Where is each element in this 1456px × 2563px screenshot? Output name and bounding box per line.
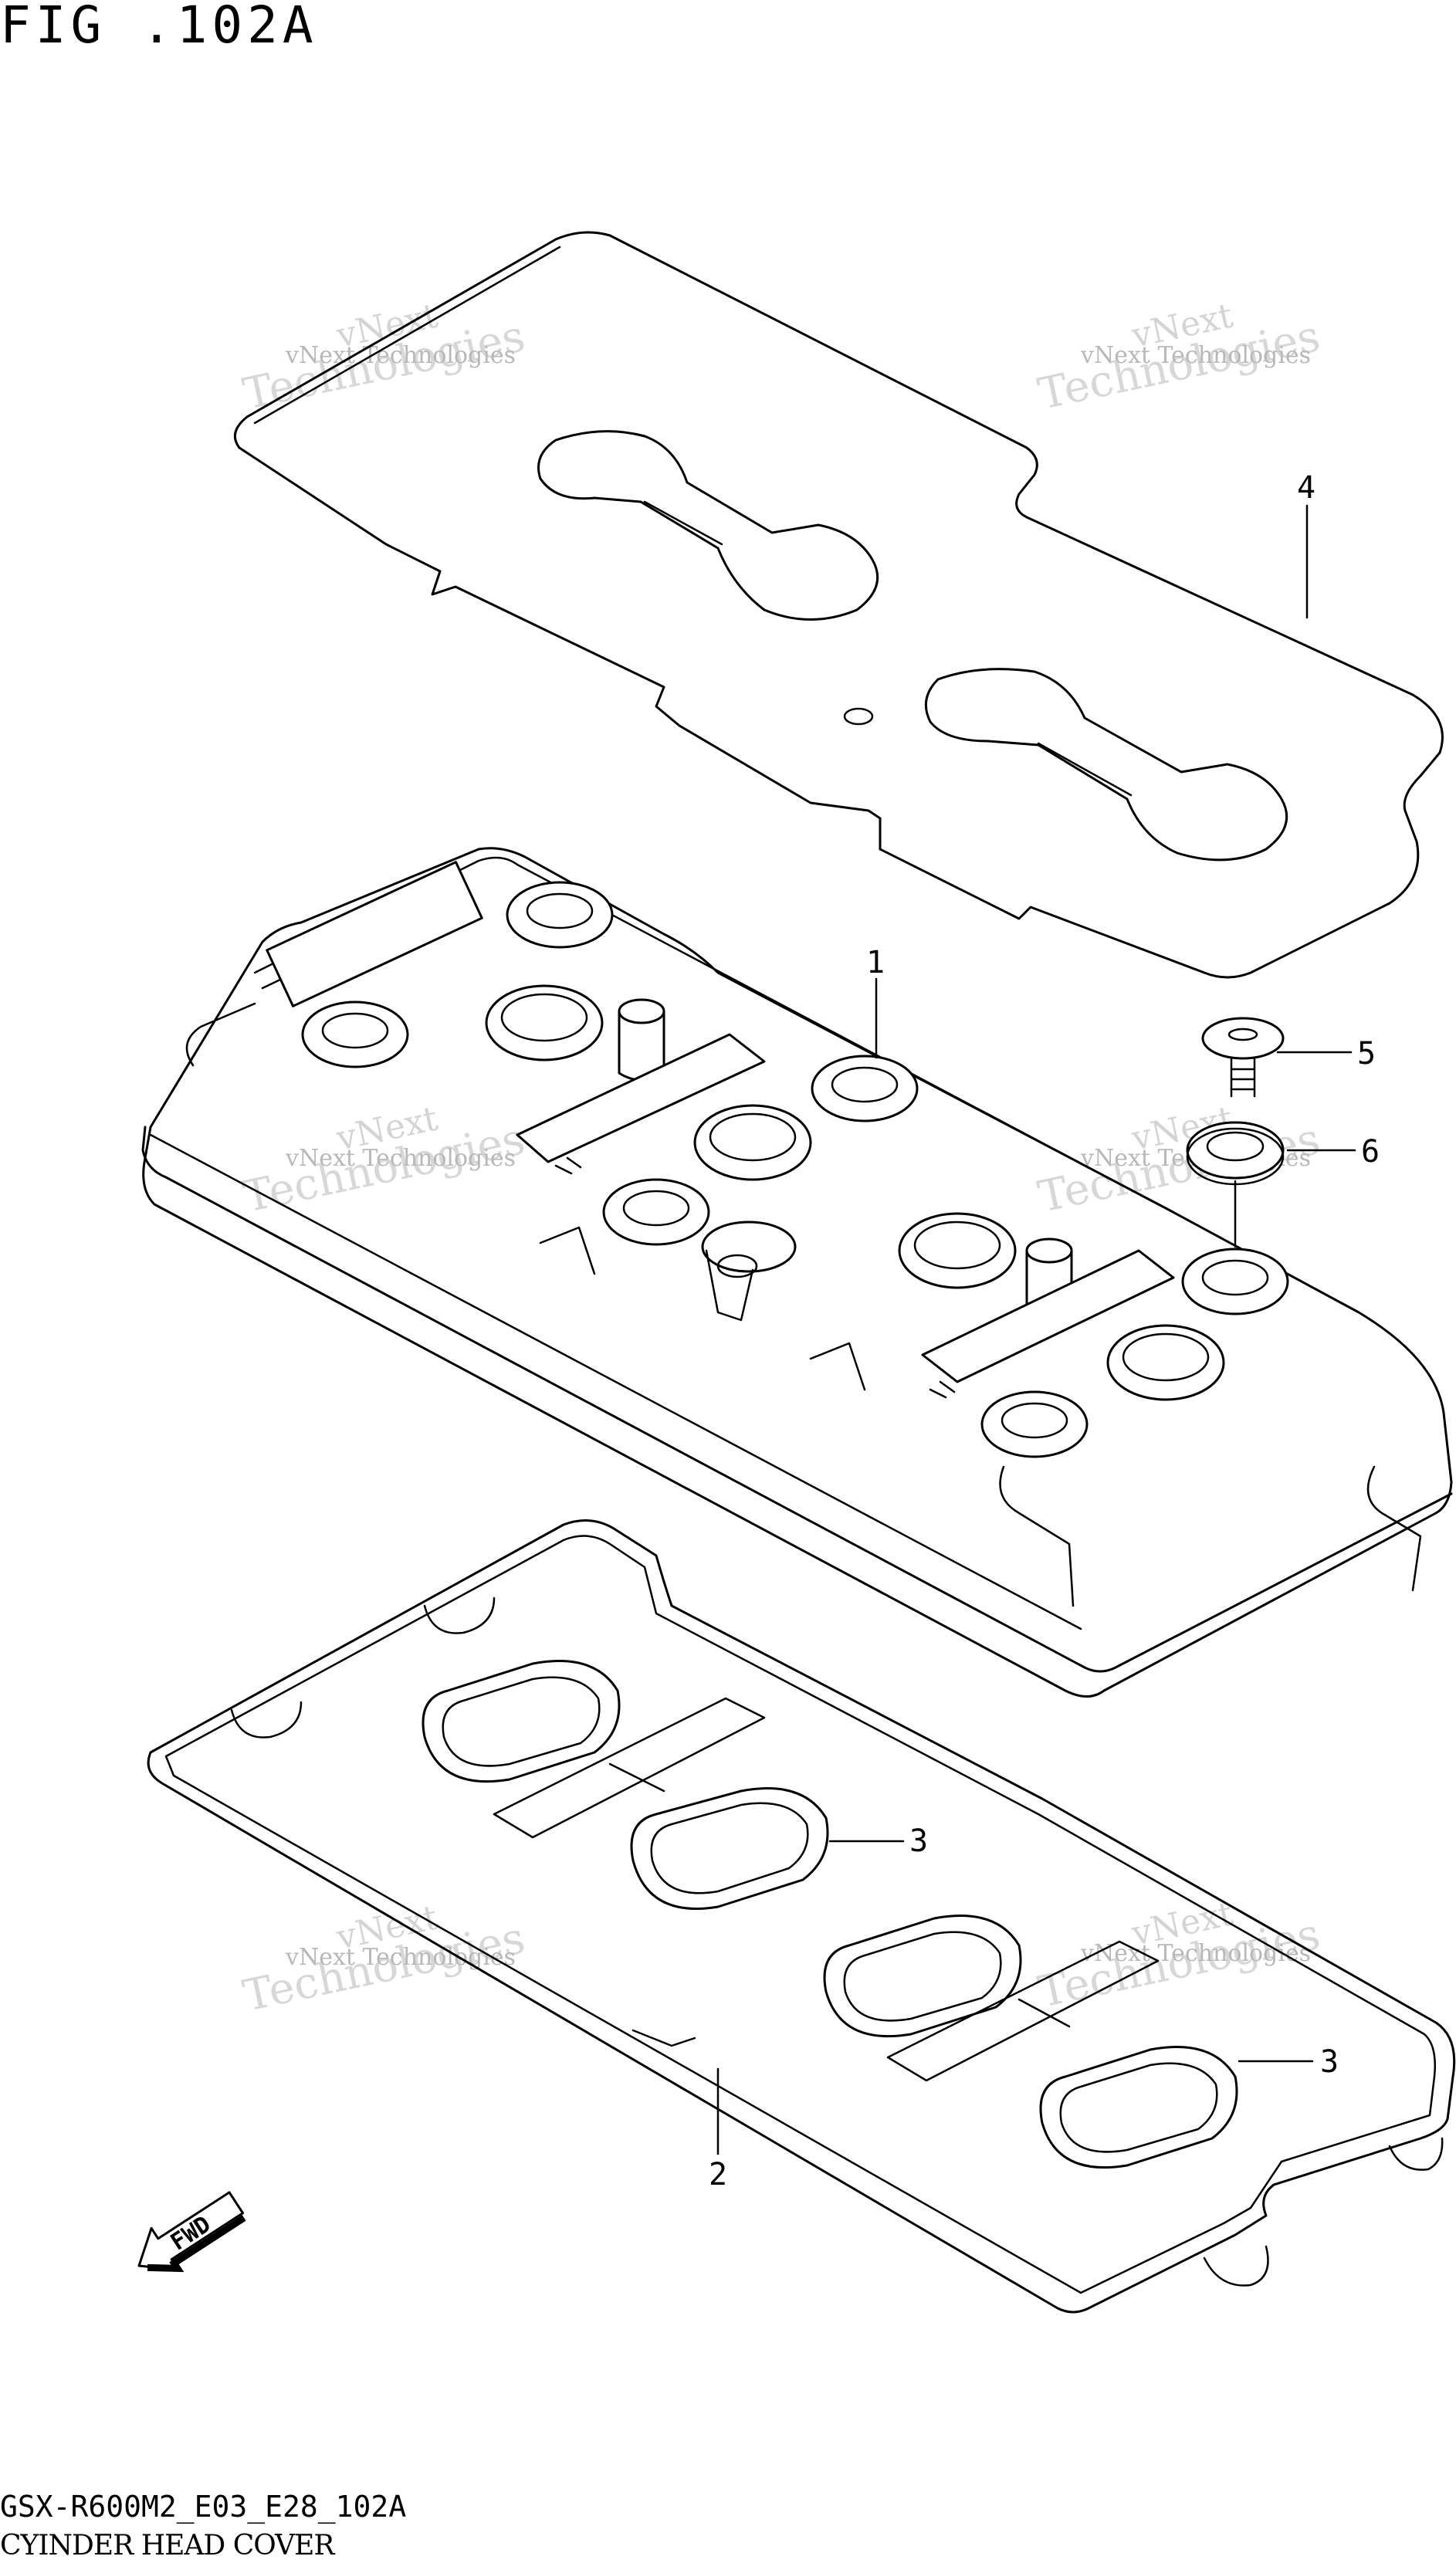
watermark-line1: vNext Technologies: [285, 342, 516, 369]
figure-name: CYINDER HEAD COVER: [0, 2530, 335, 2561]
watermark-line1: vNext Technologies: [1080, 1940, 1311, 1967]
part-3-plug-gasket: [630, 1787, 829, 1910]
part-1-cylinder-head-cover: [141, 847, 1453, 1698]
bolt-boss: [602, 1178, 710, 1246]
fwd-arrow-icon: FWD: [137, 2191, 246, 2273]
part-4-gasket: [233, 231, 1444, 979]
plug-well: [1106, 1324, 1225, 1401]
watermark: vNext Technologies vNext Technologies: [239, 1898, 529, 2021]
callouts: 1 2 3 3 4 5 6: [709, 470, 1380, 2192]
bolt-boss: [301, 1000, 409, 1068]
watermark: vNext Technologies vNext Technologies: [1034, 1894, 1324, 2017]
callout-3a: 3: [909, 1823, 928, 1859]
part-5-bolt: [1201, 1017, 1285, 1098]
watermark-line1: vNext Technologies: [1080, 342, 1311, 369]
plug-well: [485, 984, 604, 1061]
figure-title: FIG .102A: [0, 0, 318, 55]
bolt-boss: [506, 881, 614, 949]
bolt-boss: [980, 1390, 1089, 1458]
part-3-plug-gasket: [823, 1915, 1022, 2038]
figure-code: GSX-R600M2_E03_E28_102A: [0, 2490, 407, 2524]
callout-6: 6: [1361, 1134, 1380, 1170]
bolt-boss: [811, 1055, 919, 1122]
part-3-plug-gasket: [422, 1660, 621, 1783]
callout-2: 2: [709, 2157, 727, 2192]
part-6-grommet: [1186, 1121, 1285, 1186]
plug-well: [693, 1104, 812, 1181]
callout-3b: 3: [1320, 2044, 1339, 2080]
watermark-line1: vNext Technologies: [285, 1145, 516, 1172]
leader-lines: [716, 504, 1356, 2155]
watermark: vNext Technologies vNext Technologies: [1034, 296, 1324, 419]
callout-1: 1: [866, 945, 885, 980]
callout-5: 5: [1357, 1036, 1376, 1072]
watermark: vNext Technologies vNext Technologies: [239, 296, 529, 419]
part-2-head-cover-gasket: [147, 1519, 1456, 2314]
bolt-boss: [1181, 1248, 1289, 1315]
plug-well: [898, 1212, 1017, 1289]
callout-4: 4: [1297, 470, 1315, 506]
part-3-plug-gasket: [1039, 2046, 1238, 2169]
pcv-valve: [701, 1221, 797, 1322]
